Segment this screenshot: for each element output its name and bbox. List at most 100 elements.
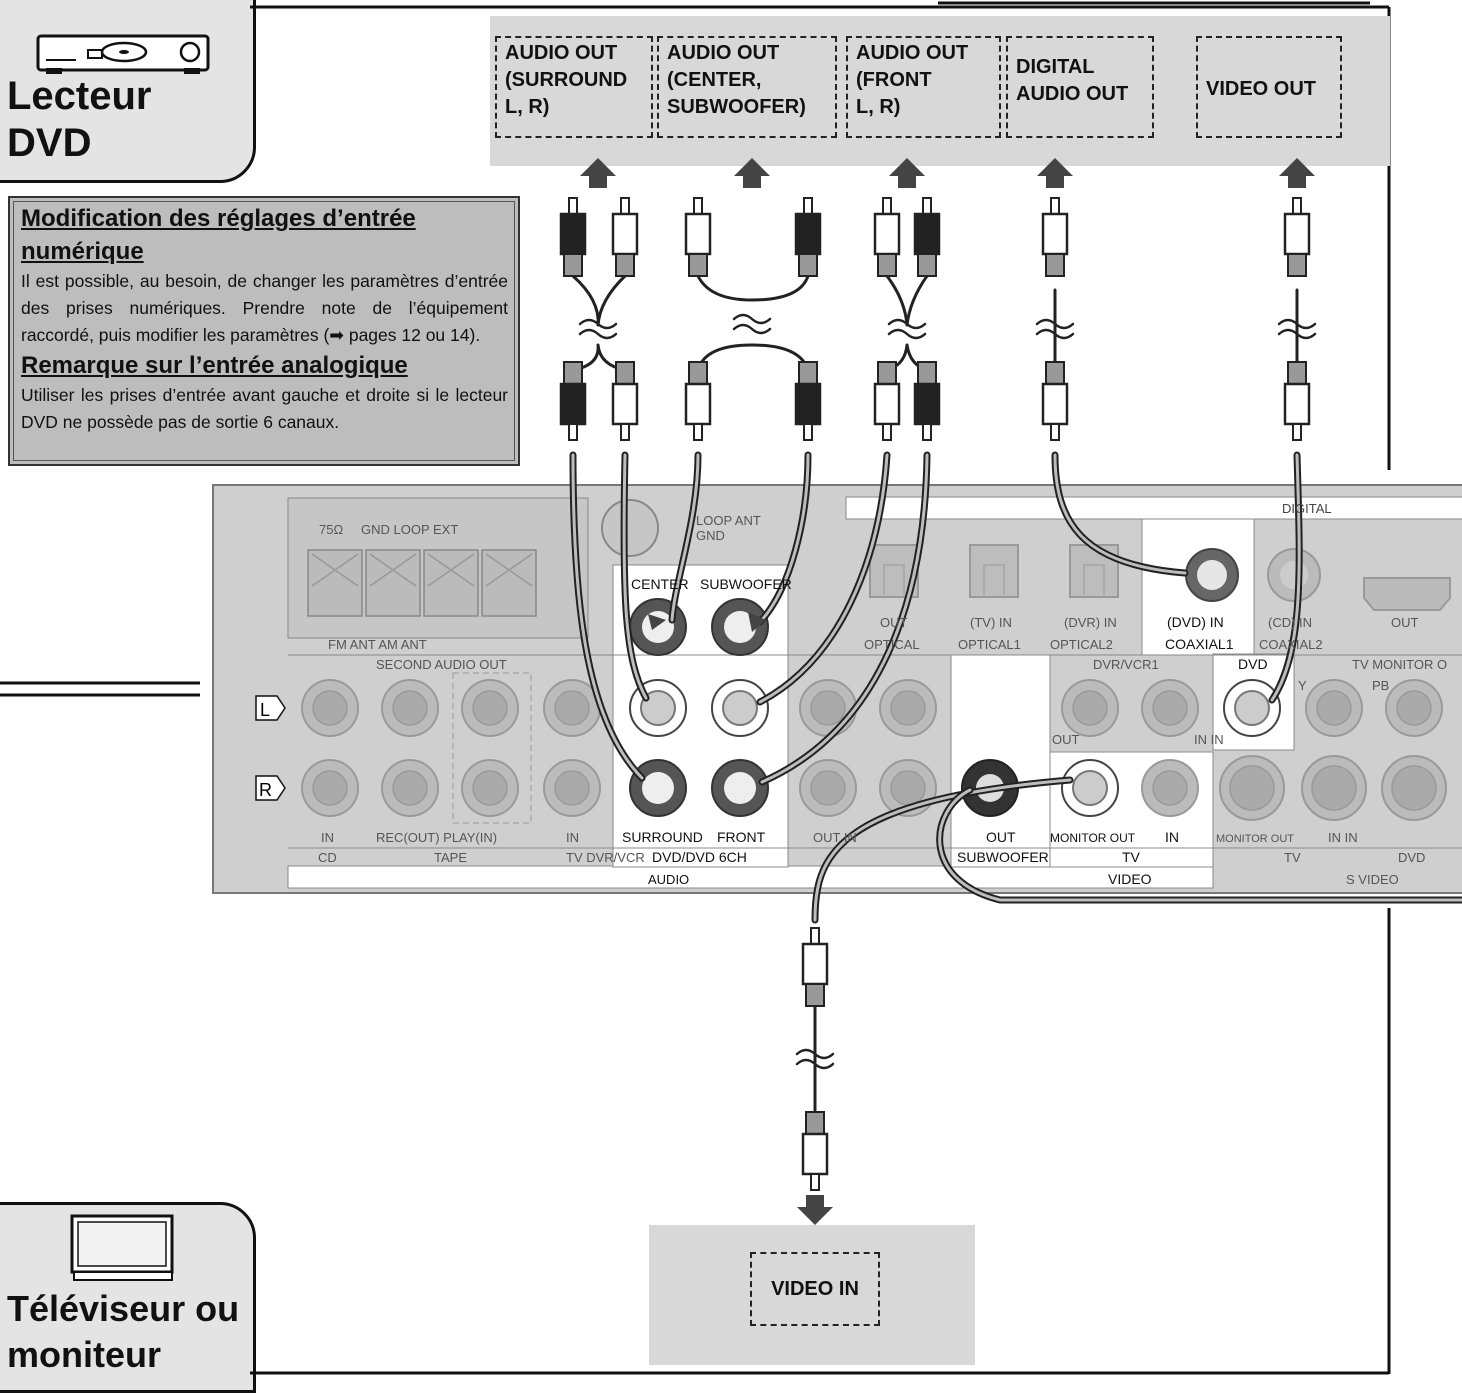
- jack-right-1: [381, 759, 439, 817]
- plug-lower-5: [913, 361, 941, 441]
- subwoofer-label: SUBWOOFER: [700, 576, 792, 592]
- break-mark-4: [1277, 318, 1317, 340]
- plug-tv-lower: [801, 1111, 829, 1191]
- dvr-out-label: OUT: [1052, 732, 1080, 747]
- plug-upper-7: [1283, 197, 1311, 277]
- jack-sv-in: [1301, 755, 1367, 821]
- channel-left-marker: L: [255, 695, 286, 721]
- dvd-player-title: Lecteur DVD: [7, 74, 152, 165]
- jack-right-2: [461, 759, 519, 817]
- loop-ant-label: LOOP ANT: [696, 513, 761, 528]
- arrow-down-tv: [797, 1195, 833, 1225]
- jack-left-0: [301, 679, 359, 737]
- cable-center: [670, 453, 700, 622]
- break-mark-3: [1035, 318, 1075, 340]
- note-para-digital: Il est possible, au besoin, de changer l…: [21, 271, 508, 345]
- optical-label: OPTICAL: [864, 637, 920, 652]
- break-mark-5: [795, 1048, 835, 1070]
- break-mark-2: [887, 318, 927, 340]
- jack-arrow-1: [748, 612, 766, 632]
- sv-dvd-label: DVD: [1398, 850, 1425, 865]
- jack-dvr1: [1061, 679, 1119, 737]
- loop-gnd-label: GND: [696, 528, 725, 543]
- sv-monitor-out-label: MONITOR OUT: [1216, 833, 1294, 845]
- note-heading-analog: Remarque sur l’entrée analogique: [21, 352, 408, 379]
- s-video-label: S VIDEO: [1346, 872, 1399, 887]
- cable-video-monitor: [813, 778, 1072, 922]
- dvr-in-in-label: IN IN: [1194, 732, 1224, 747]
- optical-out-label: OUT: [880, 615, 908, 630]
- cd-in-label: IN: [321, 830, 334, 845]
- dvd6ch-label: DVD/DVD 6CH: [652, 849, 747, 865]
- jack-pr: [1385, 679, 1443, 737]
- optical1-label: OPTICAL1: [958, 637, 1021, 652]
- plug-lower-1: [611, 361, 639, 441]
- jack-surround-r: [629, 759, 687, 817]
- plugs: [559, 197, 1311, 1191]
- center-label: CENTER: [631, 576, 689, 592]
- coax2-in-label: (CD) IN: [1268, 615, 1312, 630]
- cables: [569, 274, 1462, 1112]
- optical2-in-label: (DVR) IN: [1064, 615, 1117, 630]
- tv-dvr-label: TV DVR/VCR: [566, 850, 645, 865]
- plug-upper-5: [913, 197, 941, 277]
- cable-surround-l: [571, 453, 644, 780]
- jack-arrow-0: [648, 614, 666, 630]
- arrows: [580, 158, 1315, 1225]
- dvd-front-out: AUDIO OUT (FRONT L, R): [846, 36, 1001, 138]
- plug-upper-4: [873, 197, 901, 277]
- jack-right-0: [301, 759, 359, 817]
- cable-sub-extension: [938, 788, 1462, 902]
- plug-lower-3: [794, 361, 822, 441]
- tape-label: TAPE: [434, 850, 467, 865]
- rec-play-label: REC(OUT) PLAY(IN): [376, 830, 497, 845]
- plug-lower-6: [1041, 361, 1069, 441]
- dvd-digital-out: DIGITAL AUDIO OUT: [1006, 36, 1154, 138]
- video-label: VIDEO: [1108, 871, 1152, 887]
- note-para-analog: Utiliser les prises d’entrée avant gauch…: [21, 385, 508, 432]
- dvd-player-icon: [36, 30, 211, 83]
- pb-label: PB: [1372, 678, 1389, 693]
- jack-sv-dvd: [1381, 755, 1447, 821]
- jack-right-3: [543, 759, 601, 817]
- sv-in-in-label: IN IN: [1328, 830, 1358, 845]
- surround-label: SURROUND: [622, 829, 703, 845]
- arrow-up-4: [1279, 158, 1315, 188]
- jack-center: [629, 598, 687, 656]
- cable-front-l: [758, 453, 889, 704]
- y-label: Y: [1298, 678, 1307, 693]
- dvd-center-sub-out: AUDIO OUT (CENTER, SUBWOOFER): [657, 36, 837, 138]
- hdmi-out-label: OUT: [1391, 615, 1419, 630]
- plug-lower-7: [1283, 361, 1311, 441]
- digital-label: DIGITAL: [1282, 501, 1332, 516]
- antenna-gnd-label: GND LOOP EXT: [361, 522, 458, 537]
- jack-dvr2: [1141, 679, 1199, 737]
- tv-in-audio-label: IN: [566, 830, 579, 845]
- wire-3: [696, 343, 810, 372]
- tv-input-panel: [649, 1225, 975, 1365]
- jack-left-4: [799, 679, 857, 737]
- fm-am-label: FM ANT AM ANT: [328, 637, 427, 652]
- cable-subwoofer: [758, 453, 810, 624]
- jack-tv-monitor-out: [1061, 759, 1119, 817]
- tv-monitor-out-label: TV MONITOR O: [1352, 657, 1447, 672]
- jack-left-5: [879, 679, 937, 737]
- svg-text:L: L: [260, 700, 270, 720]
- sub-out-label: OUT: [986, 829, 1016, 845]
- optical2-label: OPTICAL2: [1050, 637, 1113, 652]
- channel-right-marker: R: [255, 775, 286, 801]
- dvd-output-panel: [490, 16, 1390, 166]
- dvd-video-out: VIDEO OUT: [1196, 36, 1342, 138]
- tv-video-in: VIDEO IN: [750, 1252, 880, 1326]
- plug-tv-upper: [801, 927, 829, 1007]
- break-mark-1: [732, 313, 772, 335]
- arrow-up-3: [1037, 158, 1073, 188]
- tv-title: Téléviseur ou moniteur: [7, 1288, 240, 1375]
- sub-label: SUBWOOFER: [957, 849, 1049, 865]
- arrow-up-0: [580, 158, 616, 188]
- tv-icon: [70, 1214, 176, 1287]
- dvr-vcr1-label: DVR/VCR1: [1093, 657, 1159, 672]
